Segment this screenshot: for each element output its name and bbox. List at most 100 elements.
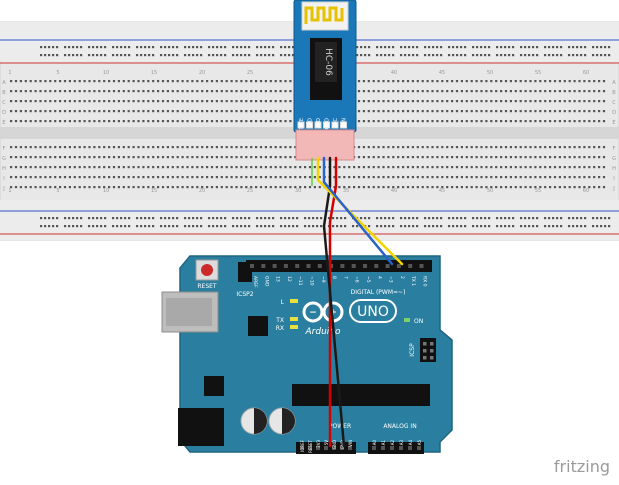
grid-hole xyxy=(480,156,483,159)
grid-hole xyxy=(318,176,321,179)
grid-hole xyxy=(504,90,508,93)
grid-hole xyxy=(514,110,517,113)
grid-hole xyxy=(416,166,419,169)
rail-hole xyxy=(392,225,395,228)
grid-hole xyxy=(240,100,243,103)
grid-hole xyxy=(284,166,287,169)
grid-hole xyxy=(313,186,316,189)
rail-hole xyxy=(268,46,271,49)
rail-hole xyxy=(272,217,275,220)
wire-vcc-to-5v[interactable] xyxy=(328,156,338,448)
hc06-pin-label: EN xyxy=(342,118,348,125)
grid-hole xyxy=(333,186,336,189)
breadboard-column-number: 15 xyxy=(151,188,157,194)
rail-hole xyxy=(344,225,347,228)
grid-hole xyxy=(157,80,160,83)
grid-hole xyxy=(142,176,145,179)
rail-hole xyxy=(352,225,355,228)
rail-hole xyxy=(388,46,391,49)
grid-hole xyxy=(558,80,561,83)
grid-hole xyxy=(573,90,576,93)
rail-hole xyxy=(216,54,219,57)
grid-hole xyxy=(411,176,414,179)
grid-hole xyxy=(24,176,27,179)
grid-hole xyxy=(250,156,253,159)
grid-hole xyxy=(294,156,297,159)
rail-hole xyxy=(192,217,195,220)
grid-hole xyxy=(108,156,111,159)
digital-pin-label: ~6 xyxy=(354,276,360,283)
grid-hole xyxy=(122,146,125,149)
grid-hole xyxy=(73,80,76,83)
rail-hole xyxy=(288,225,291,228)
reset-button-cap[interactable] xyxy=(201,264,213,276)
grid-hole xyxy=(367,176,370,179)
grid-hole xyxy=(39,120,42,123)
rail-hole xyxy=(212,225,215,228)
grid-hole xyxy=(529,166,532,169)
rail-hole xyxy=(432,46,435,49)
grid-hole xyxy=(54,186,57,189)
rail-hole xyxy=(88,54,91,57)
grid-hole xyxy=(147,146,150,149)
rail-hole xyxy=(572,217,575,220)
rail-hole xyxy=(164,225,167,228)
grid-hole xyxy=(372,80,375,83)
grid-hole xyxy=(514,120,517,123)
rail-hole xyxy=(72,217,75,220)
grid-hole xyxy=(392,166,395,169)
grid-hole xyxy=(475,120,478,123)
grid-hole xyxy=(313,176,316,179)
grid-hole xyxy=(68,120,71,123)
grid-hole xyxy=(93,120,96,123)
rail-hole xyxy=(556,217,559,220)
grid-hole xyxy=(54,100,57,103)
grid-hole xyxy=(289,186,292,189)
grid-hole xyxy=(279,186,282,189)
grid-hole xyxy=(549,156,552,159)
rail-hole xyxy=(368,225,371,228)
breadboard-row-letter: C xyxy=(612,100,616,106)
grid-hole xyxy=(578,80,581,83)
grid-hole xyxy=(63,166,67,169)
grid-hole xyxy=(485,90,488,93)
rail-hole xyxy=(220,217,223,220)
rail-hole xyxy=(576,225,579,228)
rail-hole xyxy=(512,225,515,228)
wire-rxd-to-tx1[interactable] xyxy=(322,156,394,266)
grid-hole xyxy=(225,166,228,169)
rail-hole xyxy=(160,217,163,220)
rail-hole xyxy=(176,54,179,57)
grid-hole xyxy=(245,156,248,159)
grid-hole xyxy=(196,146,199,149)
grid-hole xyxy=(103,90,106,93)
grid-hole xyxy=(210,156,214,159)
rail-hole xyxy=(76,225,79,228)
rail-hole xyxy=(464,46,467,49)
grid-hole xyxy=(73,156,76,159)
grid-hole xyxy=(509,156,512,159)
grid-hole xyxy=(348,176,351,179)
rail-hole xyxy=(364,46,367,49)
grid-hole xyxy=(210,120,214,123)
grid-hole xyxy=(451,100,454,103)
grid-hole xyxy=(264,80,267,83)
grid-hole xyxy=(539,166,542,169)
grid-hole xyxy=(382,166,385,169)
grid-hole xyxy=(470,156,473,159)
grid-hole xyxy=(475,110,478,113)
grid-hole xyxy=(289,120,292,123)
wire-txd-to-rx0[interactable] xyxy=(316,156,404,266)
rail-hole xyxy=(264,217,267,220)
grid-hole xyxy=(470,100,473,103)
digital-label: DIGITAL (PWM=~) xyxy=(351,289,406,296)
grid-hole xyxy=(171,166,174,169)
grid-hole xyxy=(460,120,463,123)
grid-hole xyxy=(201,166,204,169)
grid-hole xyxy=(112,156,116,159)
grid-hole xyxy=(377,156,380,159)
grid-hole xyxy=(152,90,155,93)
wire-gnd-to-gnd[interactable] xyxy=(322,156,346,448)
grid-hole xyxy=(19,166,22,169)
analog-header-pin xyxy=(390,446,394,450)
